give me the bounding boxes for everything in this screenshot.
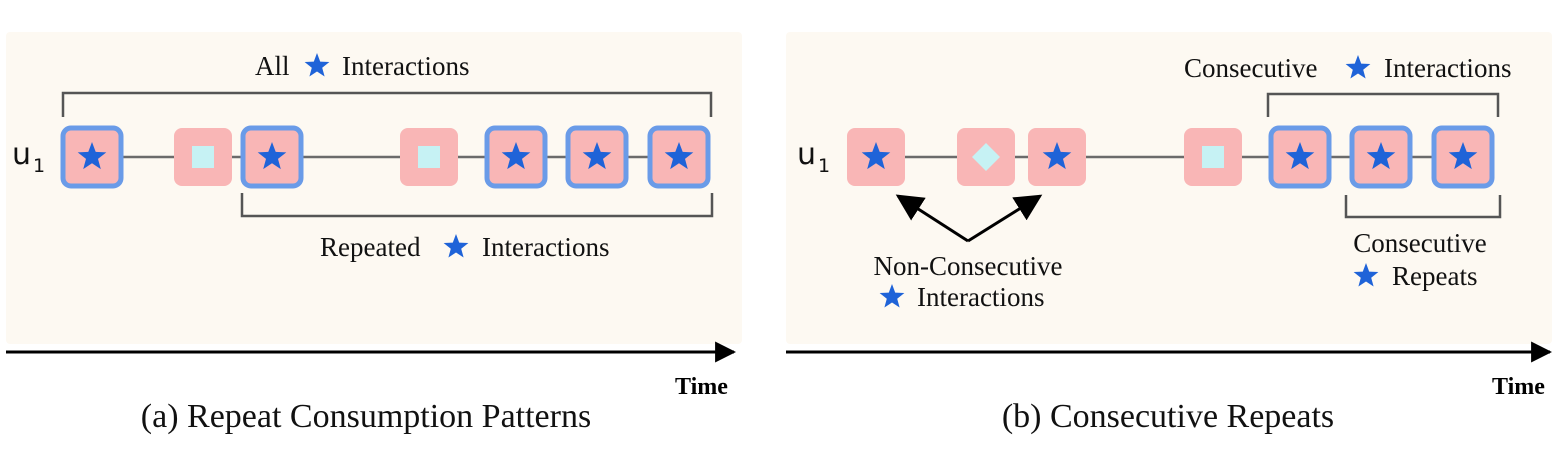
star-icon <box>443 234 469 258</box>
square-icon <box>1202 146 1224 168</box>
star-icon <box>1345 55 1371 79</box>
panel-b: u 1 Consecutive Interactions Consecutive… <box>786 32 1553 435</box>
star-icon <box>501 142 531 170</box>
star-icon <box>879 284 905 308</box>
panel-b-caption: (b) Consecutive Repeats <box>1002 398 1334 435</box>
star-icon <box>879 284 905 308</box>
panel-a-background <box>6 32 742 344</box>
star-icon <box>257 142 287 170</box>
square-icon <box>418 146 440 168</box>
panel-a-repeated-interactions-bracket <box>240 193 714 218</box>
panel-b-top-label-prefix: Consecutive <box>1184 53 1317 83</box>
star-icon <box>861 142 891 170</box>
panel-b-consecutive-repeats-bracket <box>1344 195 1502 219</box>
panel-a-bottom-label-prefix: Repeated <box>320 232 421 262</box>
panel-b-left-label-line1: Non-Consecutive <box>874 251 1063 281</box>
panel-b-user-label: u <box>797 137 816 172</box>
panel-b-axis-label: Time <box>1492 374 1545 400</box>
square-icon <box>192 146 214 168</box>
panel-b-right-label-line1: Consecutive <box>1353 228 1486 258</box>
diamond-icon <box>972 143 1000 171</box>
non-consecutive-arrow-left <box>895 194 969 243</box>
panel-b-right-label-line2: Repeats <box>1392 261 1477 291</box>
star-icon <box>1042 142 1072 170</box>
non-consecutive-arrow-right <box>967 194 1043 243</box>
star-icon <box>1285 142 1315 170</box>
panel-b-top-label-suffix: Interactions <box>1384 53 1511 83</box>
star-icon <box>664 142 694 170</box>
star-icon <box>443 234 469 258</box>
panel-b-user-subscript: 1 <box>818 155 830 177</box>
star-icon <box>304 53 330 77</box>
panel-b-left-label-line2: Interactions <box>917 282 1044 312</box>
star-icon <box>1353 263 1379 287</box>
panel-a-interaction-sequence <box>60 125 711 189</box>
star-icon <box>1353 263 1379 287</box>
panel-a-top-label-suffix: Interactions <box>342 51 469 81</box>
star-icon <box>1448 142 1478 170</box>
panel-b-consecutive-interactions-bracket <box>1266 92 1500 117</box>
panel-a-user-subscript: 1 <box>33 155 45 177</box>
panel-a: u 1 All Interactions Repeated Interactio… <box>6 32 742 435</box>
star-icon <box>582 142 612 170</box>
panel-b-interaction-sequence <box>847 125 1495 189</box>
panel-a-axis-label: Time <box>675 374 728 400</box>
star-icon <box>1366 142 1396 170</box>
panel-a-caption: (a) Repeat Consumption Patterns <box>141 398 591 435</box>
star-icon <box>304 53 330 77</box>
panel-a-all-interactions-bracket <box>61 91 713 117</box>
panel-a-user-label: u <box>12 137 31 172</box>
panel-a-bottom-label-suffix: Interactions <box>482 232 609 262</box>
star-icon <box>1345 55 1371 79</box>
panel-b-background <box>786 32 1552 344</box>
panel-a-top-label-prefix: All <box>255 51 290 81</box>
star-icon <box>77 142 107 170</box>
